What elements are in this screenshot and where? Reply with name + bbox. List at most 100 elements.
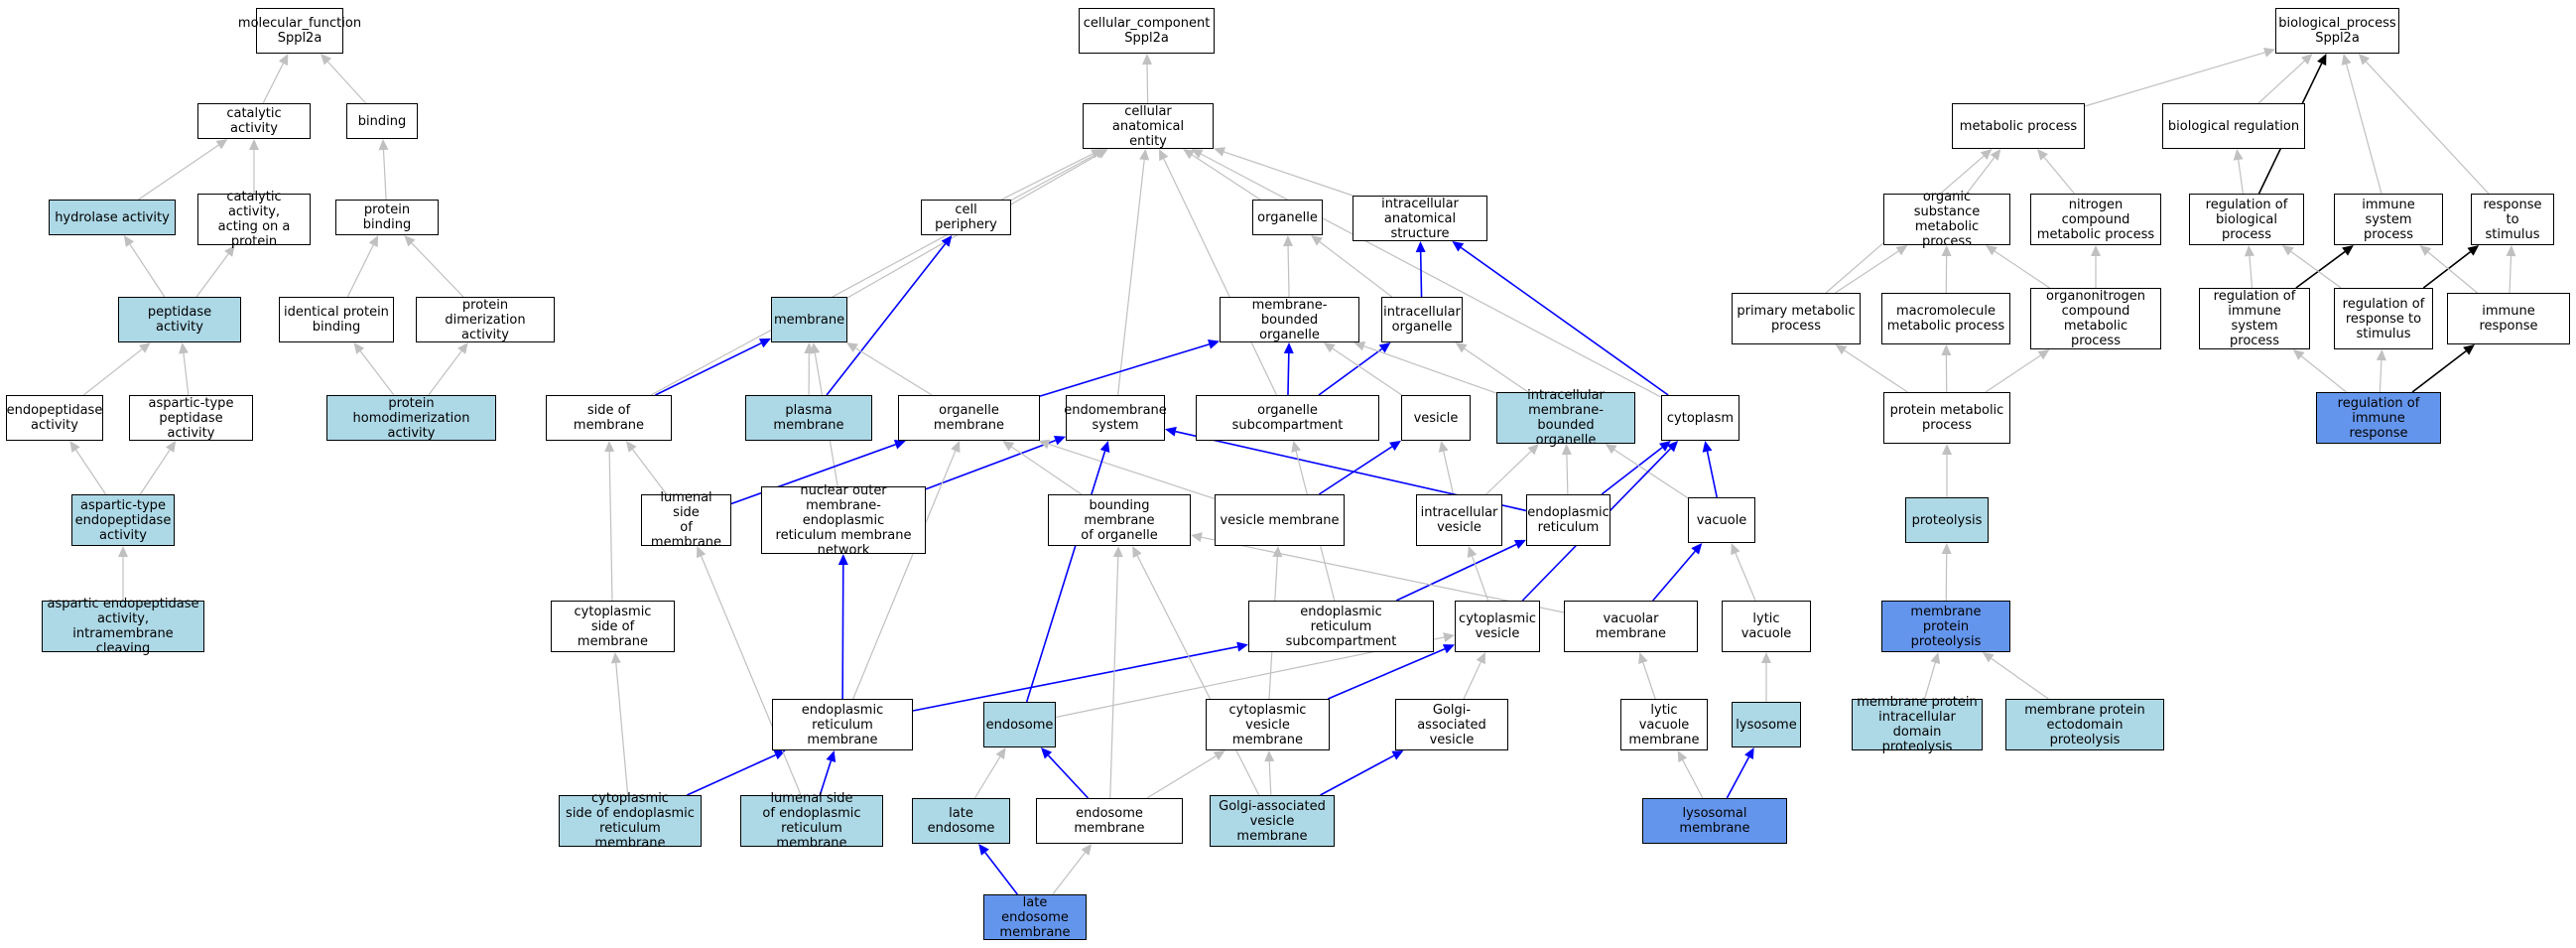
edge-arrowhead-intracellular_mbo-to-membrane_bounded	[1353, 340, 1366, 351]
edge-is-a-reg_immune_response-to-reg_immune_process	[2300, 355, 2347, 393]
node-regulation-of-immune-response[interactable]: regulation of immune response	[2316, 392, 2441, 444]
node-aspartic-type-endopeptidase-activity[interactable]: aspartic-type endopeptidase activity	[71, 494, 175, 546]
node-protein-dimerization-activity[interactable]: protein dimerization activity	[416, 297, 555, 342]
node-cytoplasmic-side-of-membrane[interactable]: cytoplasmic side of membrane	[551, 601, 675, 652]
node-cellular-component-root[interactable]: cellular_component Sppl2a	[1079, 8, 1215, 54]
node-organelle-membrane[interactable]: organelle membrane	[898, 395, 1040, 441]
edge-arrowhead-organic_metabolic-to-metabolic	[1990, 149, 2001, 161]
node-hydrolase-activity[interactable]: hydrolase activity	[49, 200, 176, 235]
node-membrane-bounded-organelle[interactable]: membrane-bounded organelle	[1220, 297, 1359, 342]
node-late-endosome[interactable]: late endosome	[912, 798, 1010, 844]
node-vesicle-membrane[interactable]: vesicle membrane	[1215, 494, 1345, 546]
node-nitrogen-compound-metabolic-process[interactable]: nitrogen compound metabolic process	[2030, 194, 2161, 245]
node-lumenal-side-of-membrane[interactable]: lumenal side of membrane	[641, 490, 731, 550]
node-lytic-vacuole-membrane[interactable]: lytic vacuole membrane	[1620, 699, 1708, 750]
node-cytoplasm[interactable]: cytoplasm	[1661, 395, 1739, 441]
node-golgi-associated-vesicle[interactable]: Golgi-associated vesicle	[1395, 699, 1508, 750]
edge-part-of-vesicle_membrane-to-vesicle	[1318, 446, 1393, 495]
node-response-to-stimulus[interactable]: response to stimulus	[2471, 194, 2554, 245]
node-lumenal-side-of-er-membrane[interactable]: lumenal side of endoplasmic reticulum me…	[740, 791, 883, 851]
edge-is-a-hydrolase-to-catalytic	[138, 144, 219, 201]
node-macromolecule-metabolic-process[interactable]: macromolecule metabolic process	[1881, 293, 2010, 344]
node-regulation-of-biological-process[interactable]: regulation of biological process	[2189, 194, 2304, 245]
node-binding[interactable]: binding	[346, 103, 418, 139]
node-metabolic-process[interactable]: metabolic process	[1952, 103, 2085, 149]
edge-part-of-organelle_subcompartment-to-membrane_bounded	[1287, 352, 1290, 396]
node-endomembrane-system[interactable]: endomembrane system	[1064, 395, 1167, 441]
edge-is-a-intracellular_organelle-to-organelle	[1319, 241, 1393, 298]
node-golgi-associated-vesicle-membrane[interactable]: Golgi-associated vesicle membrane	[1210, 795, 1335, 847]
edge-part-of-intracellular_organelle-to-intracellular_structure	[1419, 251, 1423, 298]
node-er-subcompartment[interactable]: endoplasmic reticulum subcompartment	[1248, 601, 1434, 652]
node-aspartic-endopeptidase-intramembrane-cleaving[interactable]: aspartic endopeptidase activity, intrame…	[42, 597, 204, 656]
node-protein-binding[interactable]: protein binding	[335, 200, 439, 235]
node-vacuole[interactable]: vacuole	[1688, 497, 1755, 543]
node-intracellular-organelle[interactable]: intracellular organelle	[1381, 297, 1463, 342]
node-cell-periphery[interactable]: cell periphery	[921, 200, 1011, 235]
node-lytic-vacuole[interactable]: lytic vacuole	[1722, 601, 1811, 652]
edge-is-a-metabolic-to-bp_root	[2084, 52, 2265, 107]
node-catalytic-activity-on-protein[interactable]: catalytic activity, acting on a protein	[197, 190, 311, 249]
edge-arrowhead-vesicle_membrane-to-organelle_membrane	[1038, 439, 1051, 450]
node-regulation-of-immune-system-process[interactable]: regulation of immune system process	[2199, 288, 2310, 349]
node-nuclear-outer-membrane-er-network[interactable]: nuclear outer membrane-endoplasmic retic…	[761, 483, 926, 558]
node-intracellular-anatomical-structure[interactable]: intracellular anatomical structure	[1352, 196, 1487, 241]
node-membrane-protein-ectodomain-proteolysis[interactable]: membrane protein ectodomain proteolysis	[2005, 699, 2164, 750]
node-er-membrane[interactable]: endoplasmic reticulum membrane	[772, 699, 913, 750]
node-organelle-subcompartment[interactable]: organelle subcompartment	[1196, 395, 1379, 441]
node-aspartic-type-peptidase-activity[interactable]: aspartic-type peptidase activity	[129, 395, 253, 441]
edge-part-of-cyto_vesicle_membrane-to-cytoplasmic_vesicle	[1327, 647, 1446, 700]
node-late-endosome-membrane[interactable]: late endosome membrane	[983, 894, 1087, 940]
node-vacuolar-membrane[interactable]: vacuolar membrane	[1564, 601, 1698, 652]
node-primary-metabolic-process[interactable]: primary metabolic process	[1732, 293, 1861, 344]
node-endopeptidase-activity[interactable]: endopeptidase activity	[6, 395, 103, 441]
node-endosome[interactable]: endosome	[983, 702, 1056, 747]
edge-arrowhead-vacuolar_membrane-to-vacuole	[1691, 543, 1703, 555]
node-membrane[interactable]: membrane	[771, 297, 847, 342]
node-lysosome[interactable]: lysosome	[1732, 702, 1801, 747]
node-membrane-protein-proteolysis[interactable]: membrane protein proteolysis	[1881, 601, 2010, 652]
node-cytoplasmic-vesicle-membrane[interactable]: cytoplasmic vesicle membrane	[1206, 699, 1330, 750]
node-organonitrogen-compound-metabolic-process[interactable]: organonitrogen compound metabolic proces…	[2030, 288, 2161, 349]
edge-arrowhead-primary_metabolic-to-organic_metabolic	[1895, 245, 1908, 256]
node-membrane-protein-intracellular-domain-proteolysis[interactable]: membrane protein intracellular domain pr…	[1852, 695, 1983, 754]
node-immune-response[interactable]: immune response	[2447, 293, 2570, 344]
node-lysosomal-membrane[interactable]: lysosomal membrane	[1642, 798, 1787, 844]
node-side-of-membrane[interactable]: side of membrane	[546, 395, 672, 441]
edge-arrowhead-protein_binding-to-binding	[378, 139, 389, 151]
edge-arrowhead-proteolysis-to-protein_metabolic	[1942, 444, 1952, 455]
node-intracellular-vesicle[interactable]: intracellular vesicle	[1416, 494, 1502, 546]
node-intracellular-membrane-bounded-organelle[interactable]: intracellular membrane-bounded organelle	[1496, 388, 1635, 448]
node-peptidase-activity[interactable]: peptidase activity	[118, 297, 241, 342]
node-protein-homodimerization-activity[interactable]: protein homodimerization activity	[326, 395, 496, 441]
node-endosome-membrane[interactable]: endosome membrane	[1036, 798, 1183, 844]
edge-arrowhead-cyto_side-to-side_of_membrane	[604, 441, 615, 453]
node-organelle[interactable]: organelle	[1252, 200, 1323, 235]
edge-arrowhead-lysosomal_membrane-to-lysosome	[1744, 747, 1754, 760]
node-endoplasmic-reticulum[interactable]: endoplasmic reticulum	[1526, 494, 1610, 546]
node-plasma-membrane[interactable]: plasma membrane	[745, 395, 872, 441]
node-molecular-function-root[interactable]: molecular_function Sppl2a	[238, 8, 361, 54]
edge-is-a-golgi_vesicle-to-cytoplasmic_vesicle	[1463, 661, 1481, 700]
edge-arrowhead-bounding_membrane-to-organelle_membrane	[1002, 441, 1015, 452]
node-proteolysis[interactable]: proteolysis	[1905, 497, 1989, 543]
node-immune-system-process[interactable]: immune system process	[2334, 194, 2443, 245]
node-organic-substance-metabolic-process[interactable]: organic substance metabolic process	[1883, 190, 2010, 249]
node-cytoplasmic-vesicle[interactable]: cytoplasmic vesicle	[1455, 601, 1540, 652]
node-biological-process-root[interactable]: biological_process Sppl2a	[2275, 8, 2399, 54]
node-vesicle[interactable]: vesicle	[1401, 395, 1471, 441]
node-cytoplasmic-side-of-er-membrane[interactable]: cytoplasmic side of endoplasmic reticulu…	[559, 791, 702, 851]
node-identical-protein-binding[interactable]: identical protein binding	[279, 297, 394, 342]
edge-is-a-protein_metabolic-to-primary_metabolic	[1844, 349, 1908, 393]
edge-is-a-aspartic_endopeptidase-to-endopeptidase	[75, 449, 107, 495]
edge-arrowhead-identical_binding-to-protein_binding	[368, 235, 379, 248]
node-regulation-of-response-to-stimulus[interactable]: regulation of response to stimulus	[2334, 288, 2433, 349]
edge-arrowhead-response_stimulus-to-bp_root	[2358, 54, 2371, 66]
edge-is-a-endosome_membrane-to-cyto_vesicle_membrane	[1146, 755, 1217, 799]
edge-arrowhead-reg_immune_process-to-reg_bio_process	[2244, 245, 2254, 257]
node-catalytic-activity[interactable]: catalytic activity	[197, 103, 311, 139]
node-biological-regulation[interactable]: biological regulation	[2162, 103, 2305, 149]
node-protein-metabolic-process[interactable]: protein metabolic process	[1883, 392, 2010, 444]
node-bounding-membrane-of-organelle[interactable]: bounding membrane of organelle	[1048, 494, 1191, 546]
node-cellular-anatomical-entity[interactable]: cellular anatomical entity	[1083, 103, 1214, 149]
